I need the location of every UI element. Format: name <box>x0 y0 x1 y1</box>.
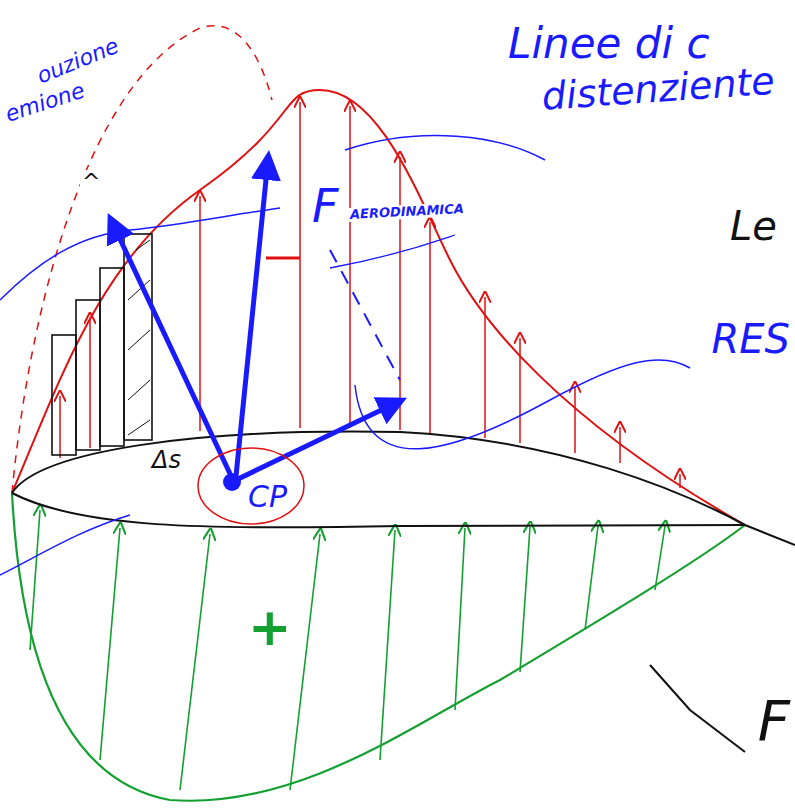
center-of-pressure-circle: CP <box>196 446 306 526</box>
title-note: Linee di c <box>506 22 712 66</box>
symbol: ^ <box>80 170 102 193</box>
sign-mark: + <box>246 600 294 655</box>
node-label: CP <box>248 482 287 512</box>
force-subscript: AERODINAMICA <box>348 202 467 222</box>
force-symbol: F <box>310 182 340 230</box>
note-text: RES <box>710 318 792 360</box>
force-symbol: F <box>756 692 792 751</box>
note-text: Le <box>728 205 779 247</box>
note-text: distenziente <box>539 62 778 118</box>
length-element: Δs <box>150 448 183 473</box>
